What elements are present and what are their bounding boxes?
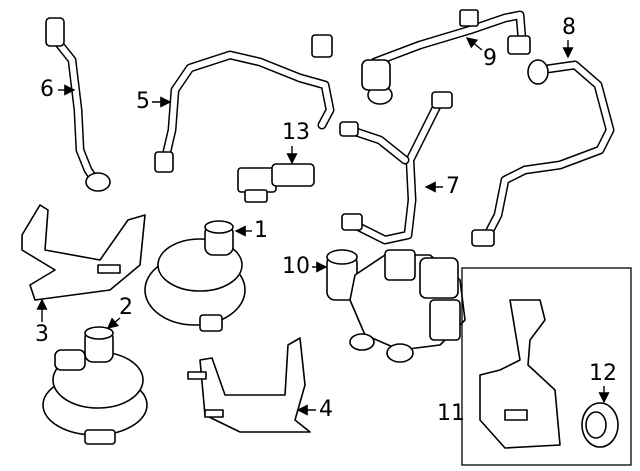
leader-lines: [36, 37, 610, 416]
callout-10: 10: [282, 254, 310, 279]
hose-5: [154, 34, 335, 173]
hose-9: [361, 9, 531, 105]
callout-5: 5: [136, 89, 150, 114]
callout-13: 13: [282, 120, 310, 145]
callout-12: 12: [589, 361, 617, 386]
callout-9: 9: [483, 46, 497, 71]
callout-7: 7: [446, 174, 460, 199]
callout-3: 3: [35, 322, 49, 347]
callout-2: 2: [119, 295, 133, 320]
hose-7: [339, 91, 453, 245]
component-12: [581, 402, 619, 448]
callout-11: 11: [437, 401, 465, 426]
bracket-11: [479, 299, 561, 449]
hose-6: [45, 17, 111, 192]
pump-2: [42, 326, 148, 445]
callout-1: 1: [254, 218, 268, 243]
bracket-3: [21, 204, 146, 301]
pump-1: [144, 220, 246, 332]
detail-box: [461, 267, 632, 466]
thermostat-housing-10: [326, 249, 466, 363]
hose-8: [471, 59, 615, 247]
callout-8: 8: [562, 15, 576, 40]
callout-6: 6: [40, 77, 54, 102]
callout-4: 4: [319, 397, 333, 422]
bracket-4: [187, 337, 311, 433]
sensor-13: [237, 163, 315, 203]
